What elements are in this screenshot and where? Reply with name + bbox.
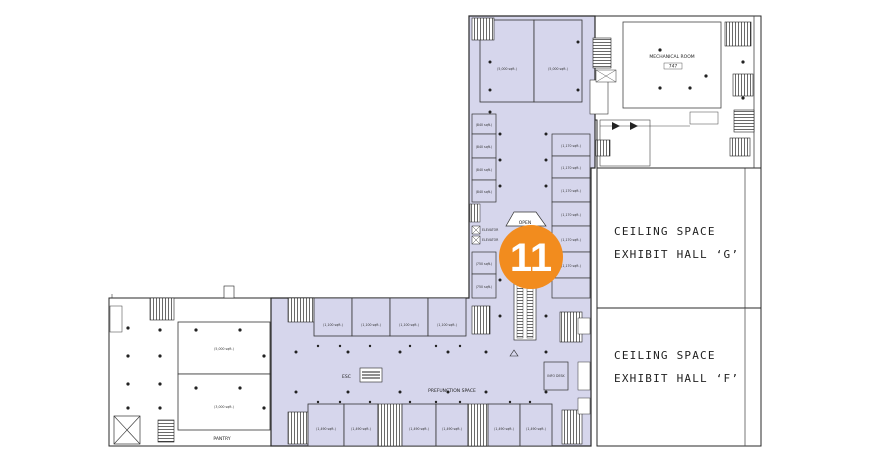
room-label: (1,170 sqft.)	[561, 213, 581, 217]
ceiling-space-g-label: CEILING SPACE	[614, 225, 716, 238]
room-label: (1,490 sqft.)	[526, 427, 546, 431]
room-label: (840 sqft.)	[476, 168, 493, 172]
room-label: (1,490 sqft.)	[494, 427, 514, 431]
room-label: (5,000 sqft.)	[548, 67, 568, 71]
info-desk-label: INFO DESK	[547, 374, 565, 378]
location-badge-number: 11	[510, 236, 552, 280]
ceiling-space-f-label: CEILING SPACE	[614, 349, 716, 362]
open-label: OPEN	[519, 220, 531, 226]
location-badge-circle[interactable]	[499, 225, 563, 289]
room-label: (1,170 sqft.)	[561, 189, 581, 193]
room-label: (5,000 sqft.)	[214, 347, 234, 351]
exhibit-hall-g-label: EXHIBIT HALL ‘G’	[614, 248, 739, 261]
exhibit-hall-g	[596, 167, 762, 309]
room-label: (1,100 sqft.)	[399, 323, 419, 327]
prefunction-label: PREFUNCTION SPACE	[428, 388, 476, 394]
exhibit-hall-f-label: EXHIBIT HALL ‘F’	[614, 372, 739, 385]
room-label: (750 sqft.)	[476, 262, 493, 266]
mechanical-room-number: 747	[669, 64, 678, 70]
room-label: (1,100 sqft.)	[323, 323, 343, 327]
room-label: (840 sqft.)	[476, 145, 493, 149]
west-wing	[108, 285, 278, 447]
esc-label: ESC	[342, 374, 351, 380]
room-label: (1,490 sqft.)	[409, 427, 429, 431]
pantry-label: PANTRY	[213, 436, 230, 442]
room-label: (840 sqft.)	[476, 123, 493, 127]
room-label: (1,490 sqft.)	[351, 427, 371, 431]
elevator-label-1: ELEVATOR	[482, 228, 499, 232]
location-badge[interactable]: 11	[499, 225, 563, 289]
mechanical-room-label: MECHANICAL ROOM	[649, 54, 694, 60]
room-label: (1,170 sqft.)	[561, 264, 581, 268]
room-size-labels: (5,000 sqft.) (5,000 sqft.) (840 sqft.) …	[214, 67, 581, 431]
room-label: (1,490 sqft.)	[442, 427, 462, 431]
room-label: (1,170 sqft.)	[561, 166, 581, 170]
elevator-label-2: ELEVATOR	[482, 238, 499, 242]
mechanical-area	[594, 15, 762, 169]
room-label: (1,100 sqft.)	[361, 323, 381, 327]
room-label: (3,000 sqft.)	[214, 405, 234, 409]
room-label: (840 sqft.)	[476, 190, 493, 194]
room-label: (750 sqft.)	[476, 285, 493, 289]
exhibit-hall-f	[596, 307, 762, 447]
room-label: (1,170 sqft.)	[561, 144, 581, 148]
meeting-level-floor	[270, 15, 617, 447]
room-label: (1,490 sqft.)	[316, 427, 336, 431]
room-label: (1,170 sqft.)	[561, 238, 581, 242]
room-label: (5,000 sqft.)	[497, 67, 517, 71]
room-label: (1,100 sqft.)	[437, 323, 457, 327]
